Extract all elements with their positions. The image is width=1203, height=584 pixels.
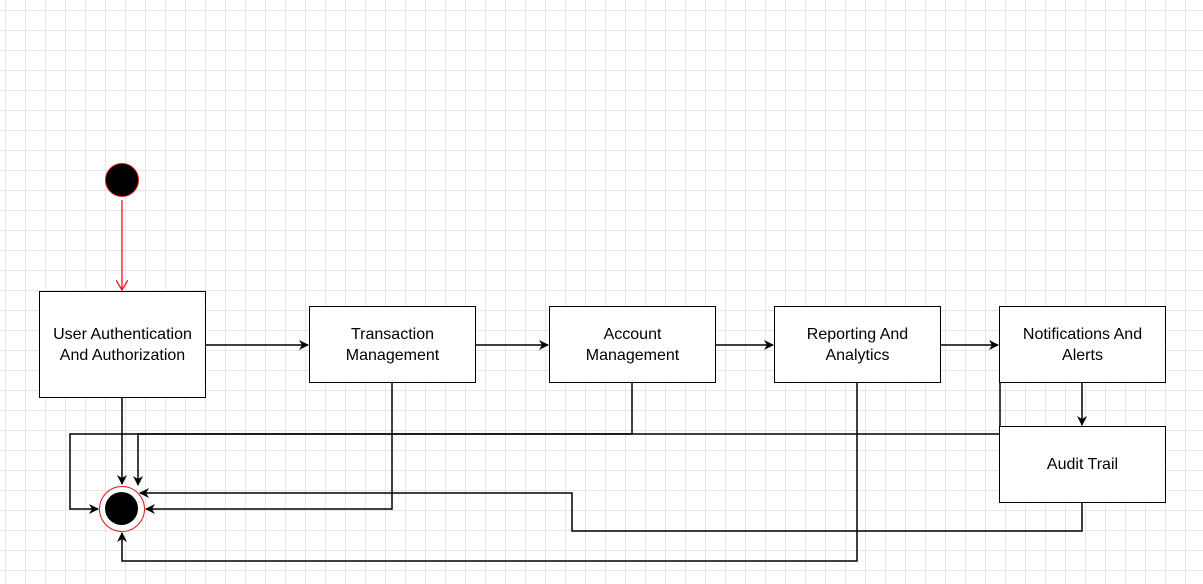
node-notifications-alerts-label: Notifications And Alerts bbox=[1022, 325, 1143, 364]
node-transaction-management-label: Transaction Management bbox=[345, 325, 440, 364]
node-audit-trail-label: Audit Trail bbox=[1046, 456, 1119, 473]
node-user-authentication[interactable]: User Authentication And Authorization bbox=[39, 291, 206, 398]
edge-account-to-end bbox=[133, 382, 633, 486]
edge-transaction-to-end bbox=[145, 382, 393, 514]
edge-reporting-to-end bbox=[117, 382, 858, 562]
node-reporting-analytics[interactable]: Reporting And Analytics bbox=[774, 306, 941, 383]
node-user-authentication-label: User Authentication And Authorization bbox=[53, 325, 192, 364]
edge-audit-to-end bbox=[139, 488, 1083, 532]
final-state[interactable] bbox=[99, 486, 145, 532]
node-account-management[interactable]: Account Management bbox=[549, 306, 716, 383]
node-audit-trail[interactable]: Audit Trail bbox=[999, 426, 1166, 503]
initial-state[interactable] bbox=[105, 163, 139, 197]
node-account-management-label: Account Management bbox=[585, 325, 680, 364]
edge-notifications-to-end bbox=[69, 382, 1001, 514]
final-state-core bbox=[105, 492, 138, 525]
node-reporting-analytics-label: Reporting And Analytics bbox=[806, 325, 909, 364]
node-notifications-alerts[interactable]: Notifications And Alerts bbox=[999, 306, 1166, 383]
node-transaction-management[interactable]: Transaction Management bbox=[309, 306, 476, 383]
